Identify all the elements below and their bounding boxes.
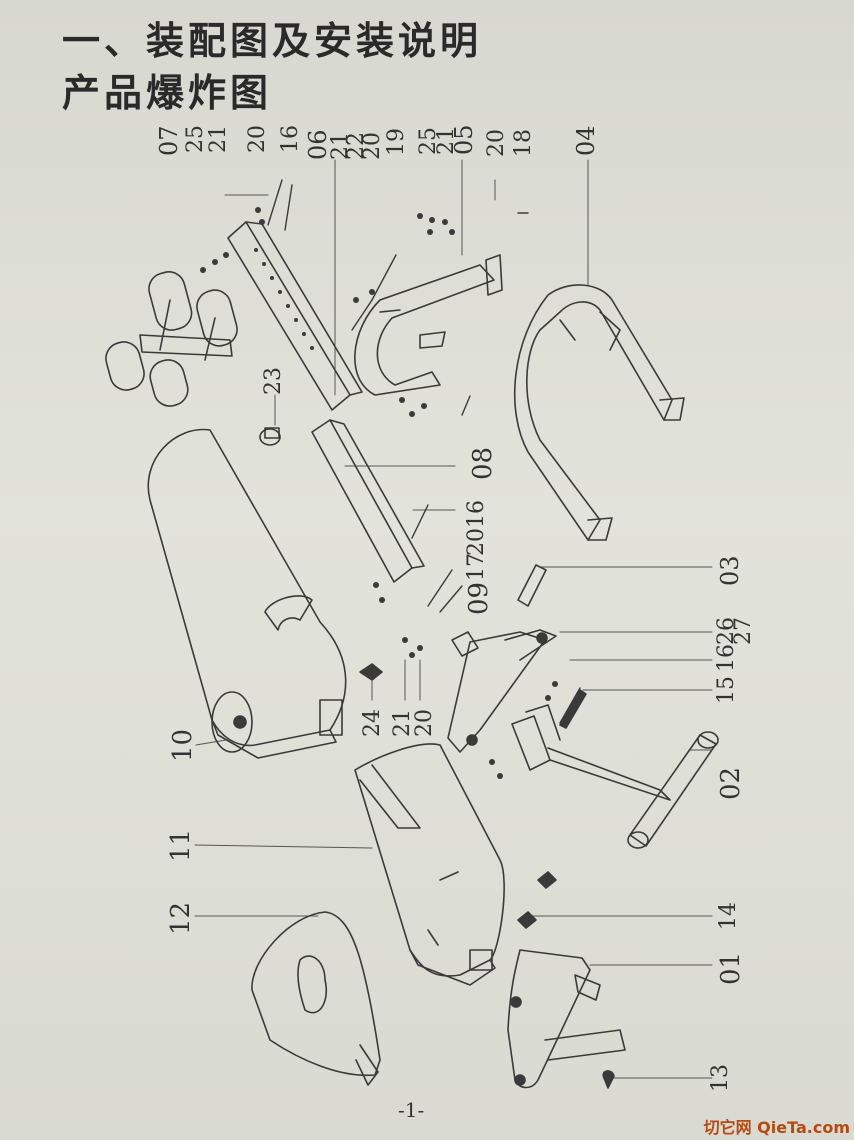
label-03: 03 (716, 555, 744, 586)
part-13-pin (602, 1070, 615, 1089)
label-06: 06 (304, 129, 332, 160)
part-04-base-frame (513, 284, 685, 541)
label-20c: 20 (484, 129, 509, 157)
label-16a: 16 (278, 125, 303, 153)
part-24-knob (359, 663, 383, 681)
part-12-foot-pad (251, 911, 381, 1086)
part-23-knob (259, 427, 281, 446)
part-10-backrest-pad (147, 428, 347, 759)
label-12: 12 (166, 901, 196, 935)
section-subtitle: 产品爆炸图 (62, 71, 273, 115)
label-16b: 16 (464, 500, 489, 528)
label-20e: 20 (412, 709, 437, 737)
label-20d: 20 (464, 528, 489, 556)
label-18: 18 (511, 129, 536, 157)
label-07: 07 (155, 125, 183, 156)
part-05-upper-frame (354, 254, 503, 396)
label-15: 15 (714, 676, 739, 704)
label-16c: 16 (714, 644, 739, 672)
label-20a: 20 (245, 125, 270, 153)
label-21a: 21 (206, 125, 231, 153)
page-number: -1- (398, 1098, 425, 1122)
part-07-roller-pads (105, 271, 238, 407)
label-05: 05 (450, 124, 478, 155)
section-title: 一、装配图及安装说明 (62, 19, 483, 63)
label-21d: 21 (390, 709, 415, 737)
part-14-knob (517, 871, 557, 929)
label-14: 14 (716, 902, 741, 930)
part-03-rod (517, 564, 547, 607)
label-09: 09 (464, 581, 494, 615)
label-10: 10 (168, 728, 198, 762)
fasteners-top (200, 207, 558, 779)
label-01: 01 (716, 951, 746, 985)
label-13: 13 (708, 1064, 733, 1092)
part-08-bar (311, 419, 425, 583)
leader-lines (194, 159, 713, 1079)
part-01-bottom-frame (507, 949, 626, 1089)
part-15-bolt (559, 689, 587, 729)
label-20b: 20 (360, 132, 385, 160)
site-watermark: 切它网 QieTa.com (703, 1118, 850, 1137)
label-23: 23 (261, 367, 286, 395)
label-08: 08 (468, 446, 498, 480)
part-02-base-stand (511, 704, 719, 849)
label-02: 02 (716, 766, 746, 800)
part-09-bracket (447, 629, 557, 753)
label-17: 17 (464, 553, 489, 581)
label-04: 04 (572, 125, 600, 156)
label-19: 19 (384, 128, 409, 156)
label-11: 11 (166, 828, 196, 862)
bolts (267, 179, 581, 724)
label-25a: 25 (183, 125, 208, 153)
part-11-seat-pad (354, 743, 505, 986)
label-24: 24 (360, 709, 385, 737)
label-27: 27 (731, 617, 756, 645)
part-06-adjust-tube (227, 221, 363, 411)
